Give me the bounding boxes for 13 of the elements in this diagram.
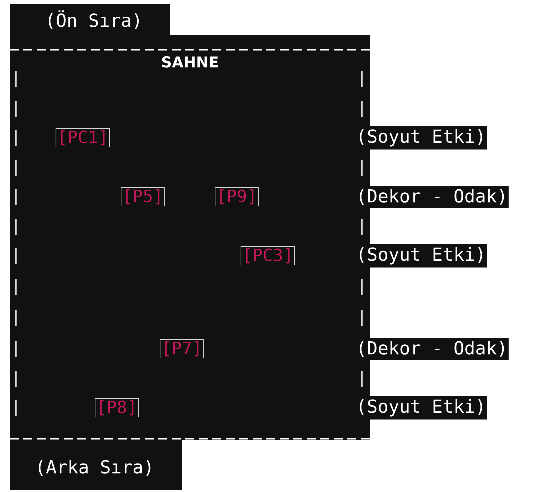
effect-label: (Soyut Etki) <box>355 396 488 420</box>
position-box: [P7] <box>160 339 204 359</box>
effect-label: (Soyut Etki) <box>355 126 488 150</box>
effect-label: (Soyut Etki) <box>355 244 488 268</box>
position-box: [P9] <box>215 187 259 207</box>
row-label: (Ön Sıra) <box>48 10 139 30</box>
position-box: [PC3] <box>240 246 296 266</box>
row-label: (Arka Sıra) <box>38 460 151 476</box>
position-box: [P8] <box>95 398 139 418</box>
effect-label: (Dekor - Odak) <box>355 338 509 360</box>
position-box: [PC1] <box>56 128 110 148</box>
effect-label: (Dekor - Odak) <box>355 186 509 208</box>
position-box: [P5] <box>121 187 165 207</box>
